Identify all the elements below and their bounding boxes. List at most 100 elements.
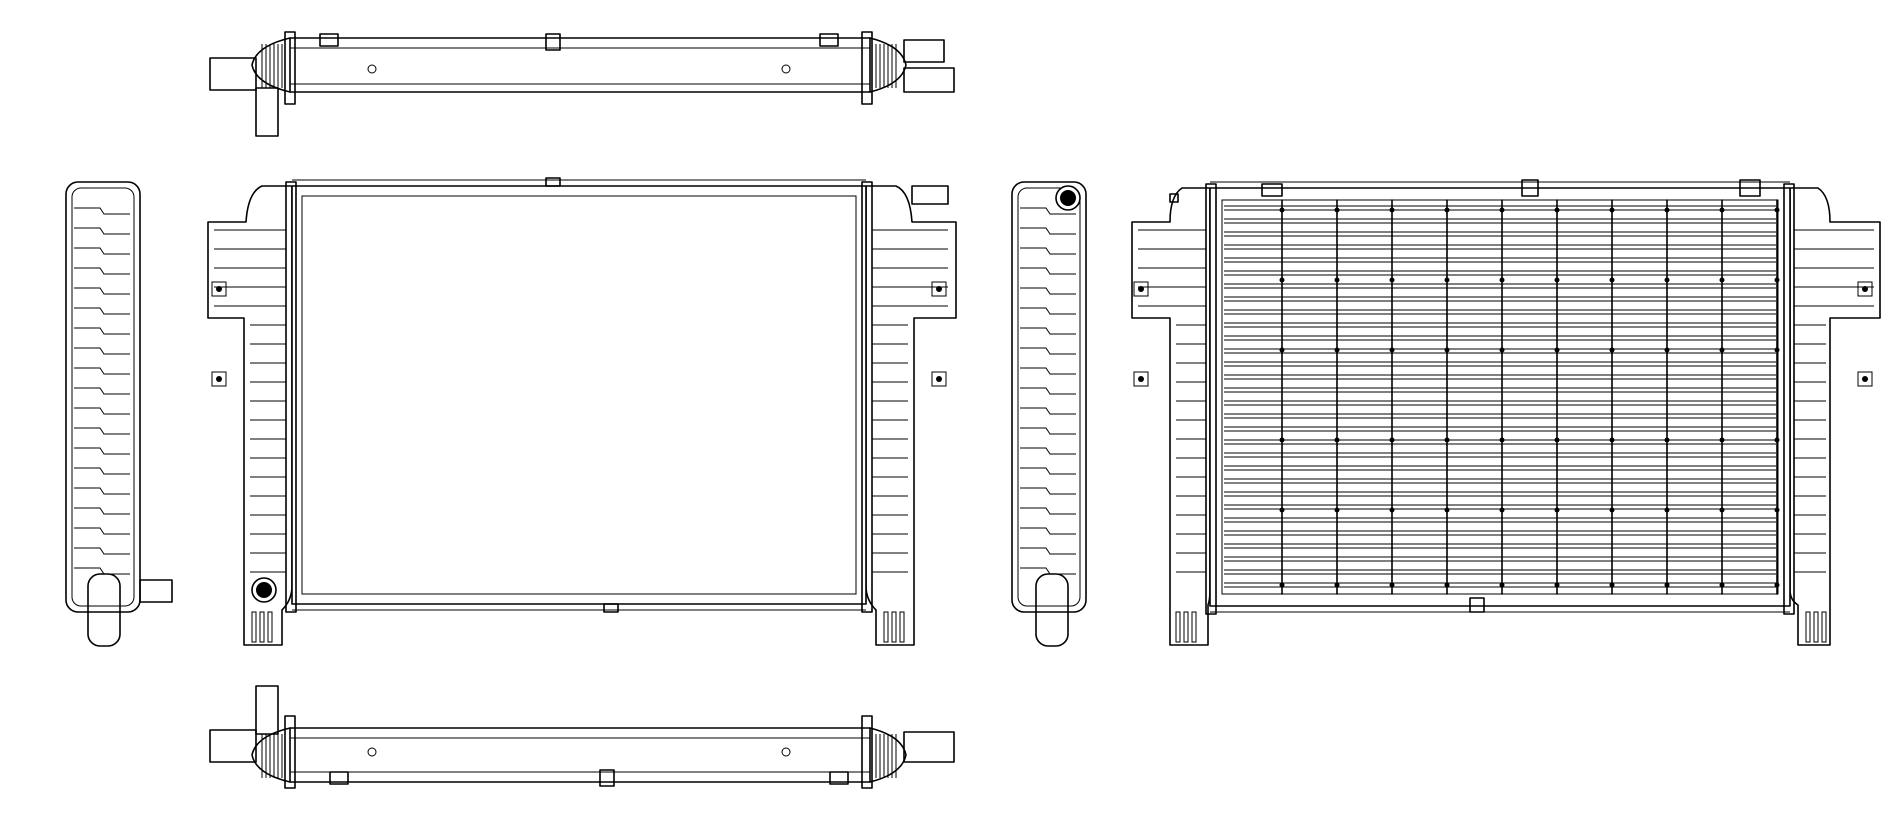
side-rib [74, 547, 130, 555]
support-bolt [1664, 347, 1670, 353]
leg-slot [891, 611, 897, 643]
side-rib [1020, 287, 1076, 295]
support-bolt [1334, 507, 1340, 513]
side-rib [1020, 227, 1076, 235]
support-bolt [1334, 347, 1340, 353]
support-bolt [1444, 347, 1450, 353]
leg-slot [883, 611, 889, 643]
support-bolt [1444, 507, 1450, 513]
side-rib [1020, 207, 1076, 215]
front-tank-ribs [214, 229, 948, 573]
left-side-view [65, 181, 173, 647]
support-bolt [1719, 507, 1725, 513]
leg-slot [251, 611, 257, 643]
support-bolt [1279, 582, 1285, 588]
support-bolt [1499, 437, 1505, 443]
side-rib [74, 467, 130, 475]
support-bolt [1664, 582, 1670, 588]
leg-slot [267, 611, 273, 643]
side-rib [74, 367, 130, 375]
side-rib [1020, 547, 1076, 555]
support-bolt [1719, 582, 1725, 588]
front-view [207, 177, 957, 646]
side-rib [1020, 307, 1076, 315]
side-rib [1020, 407, 1076, 415]
rear-core-fins [1224, 205, 1776, 588]
support-bolt [1609, 277, 1615, 283]
rear-view [1131, 179, 1881, 646]
side-rib [74, 227, 130, 235]
leg-slot [1175, 611, 1181, 643]
support-bolt [1499, 207, 1505, 213]
side-rib [74, 307, 130, 315]
side-rib [1020, 527, 1076, 535]
support-bolt [1664, 207, 1670, 213]
leg-slot [899, 611, 905, 643]
support-bolt [1774, 507, 1780, 513]
side-rib [1020, 467, 1076, 475]
leg-slot [1805, 611, 1811, 643]
leg-slot [1813, 611, 1819, 643]
leg-slot [1191, 611, 1197, 643]
side-rib [74, 267, 130, 275]
support-bolt [1334, 437, 1340, 443]
support-bolt [1554, 582, 1560, 588]
support-bolt [1279, 277, 1285, 283]
rear-tank-ribs [1138, 229, 1874, 573]
support-bolt [1389, 207, 1395, 213]
support-bolt [1609, 207, 1615, 213]
right-side-ribs [1020, 207, 1076, 575]
support-bolt [1279, 347, 1285, 353]
support-bolt [1499, 347, 1505, 353]
support-bolt [1554, 507, 1560, 513]
support-bolt [1334, 277, 1340, 283]
support-bolt [1389, 437, 1395, 443]
side-rib [1020, 347, 1076, 355]
top-view [209, 31, 955, 137]
support-bolt [1609, 347, 1615, 353]
side-rib [1020, 247, 1076, 255]
side-rib [74, 507, 130, 515]
side-rib [74, 447, 130, 455]
support-bolt [1279, 207, 1285, 213]
support-bolt [1389, 507, 1395, 513]
support-bolt [1334, 207, 1340, 213]
side-rib [74, 487, 130, 495]
side-rib [1020, 387, 1076, 395]
support-bolt [1774, 437, 1780, 443]
left-side-ribs [74, 207, 130, 575]
support-bolt [1389, 277, 1395, 283]
support-bolt [1664, 437, 1670, 443]
right-side-view [1011, 181, 1087, 647]
support-bolt [1554, 347, 1560, 353]
side-rib [1020, 367, 1076, 375]
bottom-view [209, 685, 955, 789]
leg-slot [1183, 611, 1189, 643]
leg-slot [1821, 611, 1827, 643]
side-rib [74, 247, 130, 255]
support-bolt [1719, 347, 1725, 353]
side-rib [74, 387, 130, 395]
side-rib [1020, 447, 1076, 455]
support-bolt [1774, 207, 1780, 213]
side-rib [74, 407, 130, 415]
leg-slot [259, 611, 265, 643]
side-rib [74, 427, 130, 435]
side-rib [74, 287, 130, 295]
side-rib [1020, 507, 1076, 515]
rear-mounting-bolts [1133, 281, 1873, 387]
support-bolt [1554, 207, 1560, 213]
support-bolt [1499, 582, 1505, 588]
support-bolt [1444, 277, 1450, 283]
support-bolt [1774, 277, 1780, 283]
side-rib [74, 347, 130, 355]
side-rib [1020, 327, 1076, 335]
support-bolt [1609, 507, 1615, 513]
support-bolt [1444, 582, 1450, 588]
side-rib [1020, 567, 1076, 575]
support-bolt [1389, 347, 1395, 353]
support-bolt [1719, 207, 1725, 213]
bottom-view-ribs-right [875, 734, 897, 778]
support-bolt [1664, 507, 1670, 513]
